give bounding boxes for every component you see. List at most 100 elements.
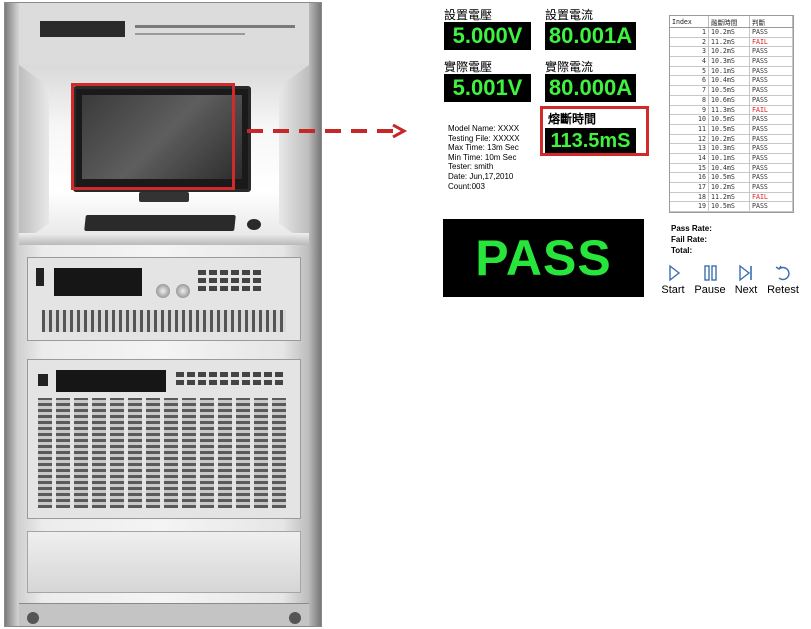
row-judgement: FAIL <box>749 105 793 116</box>
cabinet-logo <box>40 21 125 37</box>
row-fuse-time: 10.2mS <box>708 182 750 193</box>
statistics-panel: Pass Rate: Fail Rate: Total: <box>671 223 712 256</box>
row-index: 12 <box>670 134 709 145</box>
skip-next-icon <box>739 264 752 282</box>
retest-button[interactable]: Retest <box>766 264 800 296</box>
tester-text: Tester: smith <box>448 162 494 172</box>
pass-rate-label: Pass Rate: <box>671 224 712 233</box>
row-judgement: PASS <box>749 66 793 77</box>
actual-voltage-display: 5.001V <box>444 74 531 102</box>
retry-icon <box>775 265 790 281</box>
monitor <box>73 86 251 192</box>
row-index: 17 <box>670 182 709 193</box>
count-text: Count:003 <box>448 181 485 191</box>
set-voltage-display: 5.000V <box>444 22 531 50</box>
row-index: 14 <box>670 153 709 164</box>
actual-voltage-label: 實際電壓 <box>444 60 493 74</box>
row-fuse-time: 10.2mS <box>708 134 750 145</box>
power-supply-display <box>54 268 142 296</box>
result-display: PASS <box>443 219 644 297</box>
power-supply-unit <box>27 257 301 341</box>
row-fuse-time: 11.2mS <box>708 192 750 203</box>
row-index: 6 <box>670 75 709 87</box>
mouse <box>247 219 261 230</box>
row-index: 18 <box>670 192 709 203</box>
row-judgement: PASS <box>749 134 793 145</box>
cabinet-base <box>19 603 309 626</box>
set-current-label: 設置電流 <box>545 8 594 22</box>
row-judgement: PASS <box>749 182 793 193</box>
row-index: 19 <box>670 201 709 212</box>
row-index: 16 <box>670 172 709 183</box>
row-index: 9 <box>670 105 709 116</box>
testing-file-text: Testing File: XXXXX <box>448 133 520 143</box>
row-judgement: PASS <box>749 201 793 212</box>
total-label: Total: <box>671 246 693 255</box>
row-fuse-time: 10.2mS <box>708 211 750 212</box>
column-header-judgement: 判斷 <box>749 16 793 28</box>
test-cabinet <box>4 2 322 627</box>
table-header-row: Index 融斷時間 判斷 <box>670 16 793 28</box>
row-judgement: PASS <box>749 85 793 96</box>
row-index: 4 <box>670 56 709 67</box>
model-name-text: Model Name: XXXX <box>448 124 520 133</box>
fuse-time-highlight-box <box>540 106 649 156</box>
next-button[interactable]: Next <box>733 264 759 296</box>
row-index: 2 <box>670 37 709 48</box>
play-icon <box>669 264 681 282</box>
row-index: 5 <box>670 66 709 77</box>
retest-label: Retest <box>767 284 799 296</box>
row-judgement: PASS <box>749 95 793 106</box>
fuse-time-label: 熔斷時間 <box>548 112 597 126</box>
row-judgement: PASS <box>749 143 793 154</box>
test-info-panel: Model Name: XXXX Testing File: XXXXX Max… <box>448 124 520 191</box>
row-judgement: PASS <box>749 114 793 125</box>
row-judgement: PASS <box>749 153 793 164</box>
pause-button[interactable]: Pause <box>694 264 726 296</box>
start-button[interactable]: Start <box>661 264 685 296</box>
min-time-text: Min Time: 10m Sec <box>448 152 517 162</box>
row-fuse-time: 10.1mS <box>708 153 750 164</box>
row-fuse-time: 10.1mS <box>708 66 750 77</box>
row-index: 20 <box>670 211 709 212</box>
next-label: Next <box>734 284 758 296</box>
max-time-text: Max Time: 13m Sec <box>448 143 519 153</box>
dashed-arrow-icon <box>247 124 408 138</box>
row-index: 1 <box>670 27 709 38</box>
row-judgement: PASS <box>749 75 793 87</box>
fail-rate-label: Fail Rate: <box>671 235 708 244</box>
row-fuse-time: 10.5mS <box>708 114 750 125</box>
row-fuse-time: 10.3mS <box>708 56 750 67</box>
column-header-fuse-time: 融斷時間 <box>708 16 750 28</box>
monitor-highlight-box <box>71 83 235 190</box>
row-judgement: PASS <box>749 163 793 174</box>
start-label: Start <box>661 284 685 296</box>
row-index: 8 <box>670 95 709 106</box>
set-voltage-label: 設置電壓 <box>444 8 493 22</box>
row-fuse-time: 10.4mS <box>708 75 750 87</box>
electronic-load-unit <box>27 359 301 519</box>
row-judgement: FAIL <box>749 192 793 203</box>
row-index: 15 <box>670 163 709 174</box>
